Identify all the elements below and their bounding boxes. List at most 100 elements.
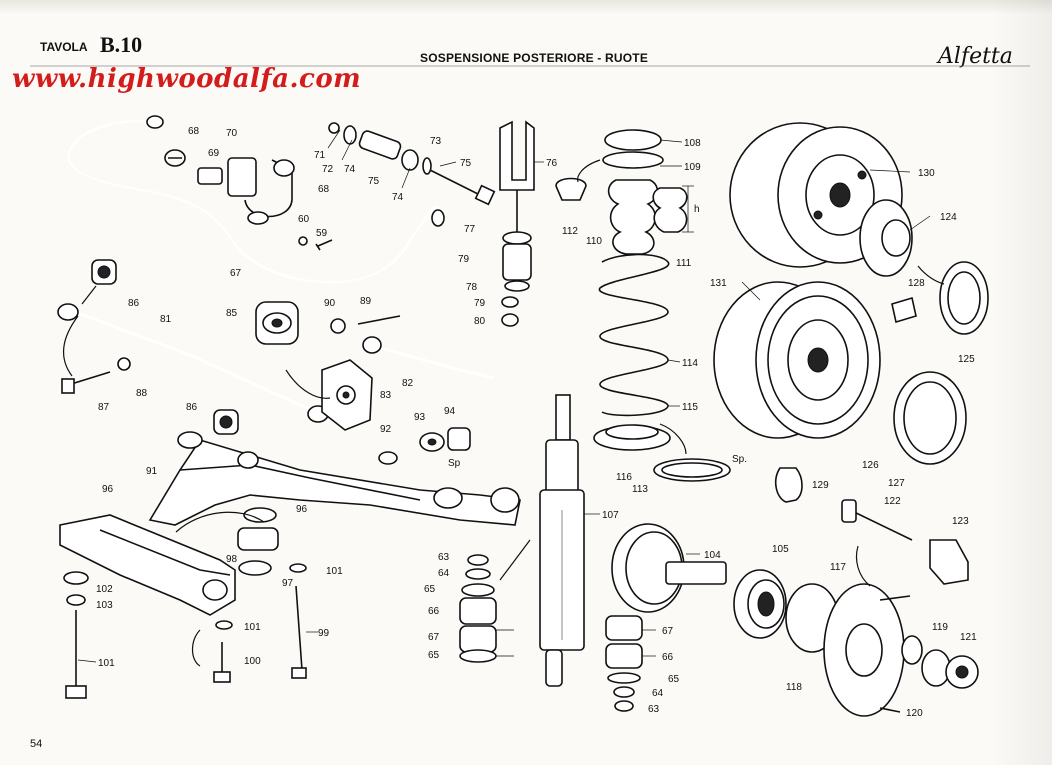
callout-105: 105: [772, 544, 789, 555]
stabilizer-clamp-part: [227, 157, 295, 225]
callout-96: 96: [296, 504, 308, 515]
hub-flange-104-part: [611, 523, 727, 613]
callout-127: 127: [888, 478, 905, 489]
callout-66: 66: [428, 606, 440, 617]
shock-top-mount-part: [499, 120, 535, 327]
callout-73: 71: [314, 150, 326, 161]
callout-114: 114: [682, 358, 698, 369]
callout-77: 75: [460, 158, 472, 169]
spring-seat-lower: [593, 424, 731, 482]
callout-75: 74: [344, 164, 356, 175]
callout-98: 99: [318, 628, 330, 639]
callout-121: 121: [960, 632, 977, 643]
bushing-71-part: [197, 167, 223, 185]
callout-66b: 66: [662, 652, 674, 663]
callout-63b: 63: [648, 704, 660, 715]
callout-67b: 67: [662, 626, 674, 637]
callout-82: 80: [474, 316, 486, 327]
callout-79b: 78: [466, 282, 478, 293]
bracket-84-part: [321, 359, 373, 431]
callout-86b: 86: [186, 402, 198, 413]
bolt-122-nut-123: [841, 499, 969, 585]
washer-60-part: [298, 236, 308, 246]
assembly-arrows: [63, 159, 945, 667]
callout-81: 79: [474, 298, 486, 309]
callout-122: 122: [884, 496, 901, 507]
callout-86: 86: [128, 298, 140, 309]
shock-absorber-107-part: [539, 394, 585, 687]
callout-93: 92: [380, 424, 392, 435]
callout-107: 107: [602, 510, 619, 521]
callout-65: 65: [424, 584, 436, 595]
callout-76: 75: [368, 176, 380, 187]
fasteners-87-90: [61, 315, 401, 394]
callout-87: 87: [98, 402, 110, 413]
page-right-shadow: [990, 0, 1052, 765]
bushing-stack-left: [459, 554, 497, 663]
sp-annotation-right: Sp.: [732, 454, 747, 465]
callout-60: 60: [298, 214, 310, 225]
callout-89: 89: [360, 296, 372, 307]
callout-104: 104: [704, 550, 721, 561]
callout-84: 83: [380, 390, 392, 401]
callout-leaders: [77, 129, 931, 663]
callout-83b: 82: [402, 378, 414, 389]
callout-72: 68: [188, 126, 200, 137]
bearing-105-part: [733, 569, 787, 639]
callout-130: 130: [918, 168, 935, 179]
callout-65c: 65: [668, 674, 680, 685]
callout-110: 110: [586, 236, 602, 247]
page-title: SOSPENSIONE POSTERIORE - RUOTE: [420, 51, 649, 65]
hub-117-118-part: [785, 583, 911, 717]
sp-annotation-left: Sp: [448, 458, 461, 469]
callout-111: 111: [676, 258, 692, 269]
callout-96b: 97: [282, 578, 294, 589]
callout-116: 116: [616, 472, 632, 483]
callout-100: 101: [98, 658, 115, 669]
callout-125: 125: [958, 354, 975, 365]
spring-seat-108-112: [555, 129, 694, 255]
callout-labels: 68 70 69 68 60 59 67 71 72 74 75 74 73 7…: [96, 126, 977, 719]
callout-108: 108: [684, 138, 701, 149]
callout-101b: 101: [244, 622, 261, 633]
callout-79: 77: [464, 224, 476, 235]
callout-69: 68: [318, 184, 330, 195]
page-number: 54: [30, 738, 43, 750]
nut-washer-119-121: [901, 635, 979, 689]
callout-101: 101: [326, 566, 343, 577]
clip-72-part: [164, 149, 186, 167]
callout-99: 100: [244, 656, 261, 667]
hubcaps-124-128: [774, 199, 989, 503]
tavola-label: TAVOLA: [40, 40, 88, 54]
callout-92: 96: [102, 484, 114, 495]
callout-78: 76: [546, 158, 558, 169]
subframe-91-part: [148, 431, 521, 526]
callout-68: 67: [230, 268, 242, 279]
callout-90: 90: [324, 298, 336, 309]
callout-94: 93: [414, 412, 426, 423]
tavola-code: B.10: [100, 32, 143, 57]
callout-109: 109: [684, 162, 701, 173]
callout-80: 79: [458, 254, 470, 265]
callout-120: 120: [906, 708, 923, 719]
callout-95: 94: [444, 406, 456, 417]
mounts-93-97: [237, 427, 471, 576]
bushing-stack-right: [605, 615, 643, 712]
link-rod-part: [328, 122, 496, 206]
callout-64b: 64: [652, 688, 664, 699]
h-dimension: h: [694, 204, 700, 215]
callout-103: 103: [96, 600, 113, 611]
page-top-shadow: [0, 0, 1052, 14]
callout-97: 98: [226, 554, 238, 565]
watermark-url: www.highwoodalfa.com: [12, 64, 362, 94]
callout-71: 69: [208, 148, 220, 159]
callout-74: 72: [322, 164, 334, 175]
callout-123: 123: [952, 516, 969, 527]
callout-88: 88: [136, 388, 148, 399]
callout-83: 81: [160, 314, 172, 325]
callout-113: 113: [632, 484, 648, 495]
callout-59: 59: [316, 228, 328, 239]
bolts-98-100: [63, 571, 307, 699]
